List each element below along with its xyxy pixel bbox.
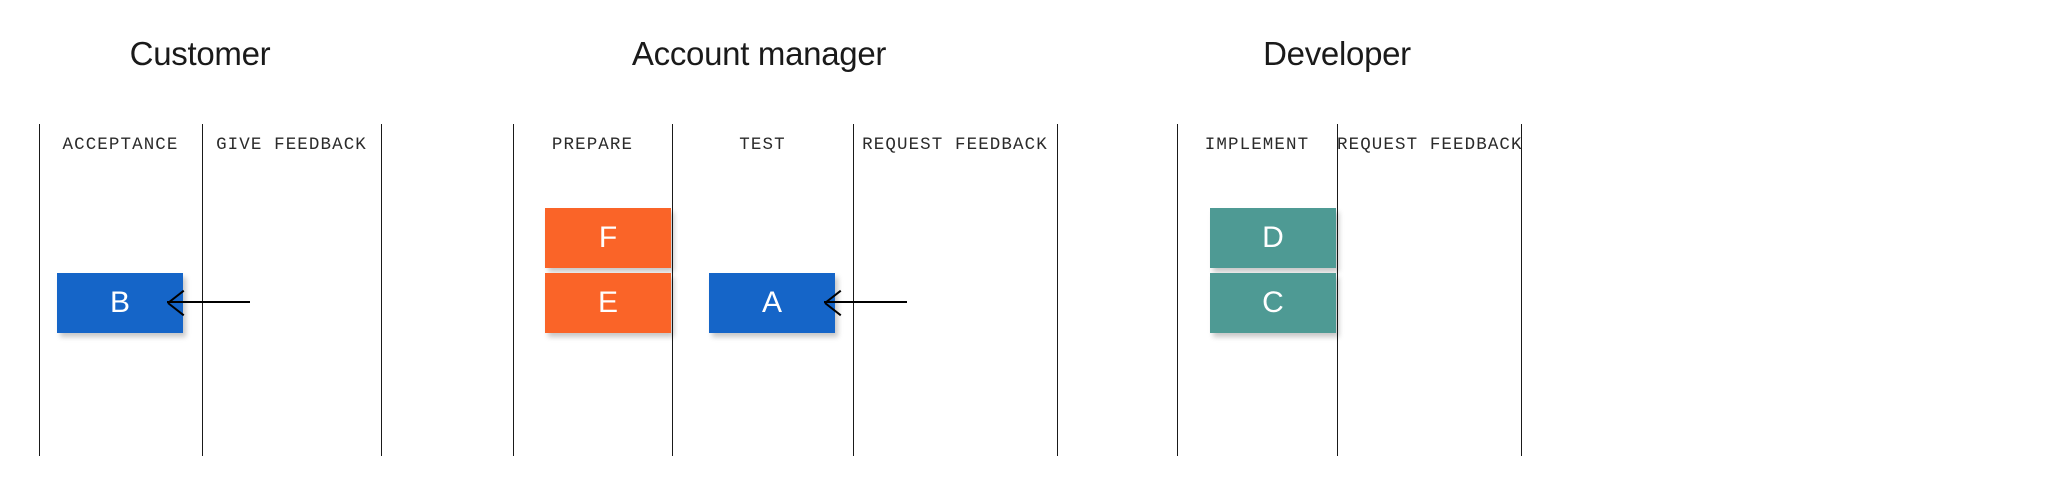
card-d[interactable]: D: [1210, 208, 1336, 268]
column-divider: [672, 124, 673, 456]
column-divider: [853, 124, 854, 456]
column-divider: [39, 124, 40, 456]
column-divider: [1177, 124, 1178, 456]
column-divider: [513, 124, 514, 456]
card-b[interactable]: B: [57, 273, 183, 333]
card-a[interactable]: A: [709, 273, 835, 333]
column-divider: [1521, 124, 1522, 456]
card-c[interactable]: C: [1210, 273, 1336, 333]
column-header-implement[interactable]: IMPLEMENT: [1204, 135, 1310, 155]
column-divider: [381, 124, 382, 456]
card-e[interactable]: E: [545, 273, 671, 333]
column-header-request-feedback-dev[interactable]: REQUEST FEEDBACK: [1337, 135, 1523, 155]
column-divider: [202, 124, 203, 456]
arrow-account-manager-line: [824, 301, 907, 303]
card-f[interactable]: F: [545, 208, 671, 268]
lane-title-customer: Customer: [129, 35, 271, 72]
column-header-request-feedback-am[interactable]: REQUEST FEEDBACK: [862, 135, 1048, 155]
column-header-prepare[interactable]: PREPARE: [551, 135, 634, 155]
column-header-test[interactable]: TEST: [739, 135, 786, 155]
column-divider: [1057, 124, 1058, 456]
lane-title-account-manager: Account manager: [631, 35, 887, 72]
column-header-acceptance[interactable]: ACCEPTANCE: [62, 135, 179, 155]
arrow-customer-line: [167, 301, 250, 303]
column-header-give-feedback[interactable]: GIVE FEEDBACK: [216, 135, 367, 155]
lane-title-developer: Developer: [1263, 35, 1411, 72]
column-divider: [1337, 124, 1338, 456]
